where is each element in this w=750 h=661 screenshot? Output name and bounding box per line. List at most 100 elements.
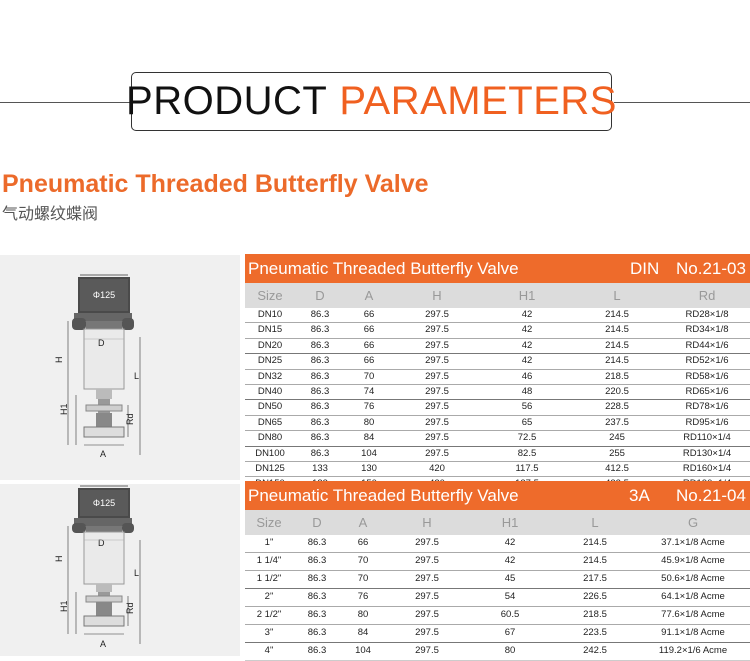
table-cell: 86.3 [310, 370, 330, 382]
banner-rule-left [0, 102, 132, 103]
table-cell: 86.3 [310, 385, 330, 397]
table-cell: 214.5 [583, 537, 607, 548]
table-cell: 297.5 [425, 416, 449, 428]
table-cell: 1 1/2" [256, 573, 282, 584]
table-number: No.21-04 [676, 486, 746, 505]
dim-label-rd: Rd [125, 413, 135, 425]
table-cell: 48 [521, 385, 533, 397]
table-cell: 67 [504, 627, 516, 638]
table-cell: 42 [521, 355, 533, 367]
table-cell: 86.3 [310, 339, 330, 351]
table-cell: 86.3 [310, 447, 330, 459]
table-cell: 420 [429, 462, 445, 474]
table-cell: 70 [357, 555, 369, 566]
table-cell: 66 [363, 309, 375, 320]
banner-rule-right [614, 102, 750, 103]
dim-label-d: D [98, 338, 105, 348]
table-cell: 66 [357, 537, 369, 548]
table-cell: 297.5 [425, 339, 449, 351]
table-cell: 237.5 [605, 416, 629, 428]
table-cell: 297.5 [415, 573, 439, 584]
table-title: Pneumatic Threaded Butterfly Valve [248, 486, 519, 505]
table-cell: DN50 [257, 401, 283, 413]
column-header: G [687, 515, 699, 530]
table-cell: 54 [504, 591, 516, 602]
table-cell: RD95×1/6 [685, 416, 729, 428]
table-cell: 86.3 [310, 432, 330, 444]
table-cell: RD44×1/6 [685, 339, 729, 351]
table-cell: RD130×1/4 [682, 447, 732, 459]
table-cell: RD58×1/6 [685, 370, 729, 382]
table-cell: 2" [264, 591, 274, 602]
table-cell: 70 [363, 370, 375, 382]
table-cell: RD34×1/8 [685, 324, 729, 336]
dim-label-a: A [100, 639, 106, 649]
product-name: Pneumatic Threaded Butterfly Valve [2, 170, 429, 198]
table-cell: 4" [264, 645, 274, 656]
table-cell: 45 [504, 573, 516, 584]
table-cell: 84 [363, 432, 375, 444]
table-cell: 217.5 [583, 573, 607, 584]
column-header: H1 [501, 515, 519, 530]
table-cell: 86.3 [310, 401, 330, 413]
spec-table-din: Pneumatic Threaded Butterfly Valve DIN N… [245, 254, 750, 493]
dim-label-a: A [100, 449, 106, 459]
table-cell: 86.3 [310, 324, 330, 336]
dim-label-h: H [54, 357, 64, 364]
table-cell: DN125 [255, 462, 285, 474]
table-cell: 214.5 [605, 355, 629, 367]
dim-label-h: H [54, 556, 64, 563]
table-cell: DN25 [257, 355, 283, 367]
dim-label-l: L [134, 568, 139, 578]
table-cell: 226.5 [583, 591, 607, 602]
banner-title: PRODUCT PARAMETERS [126, 72, 616, 131]
table-cell: 242.5 [583, 645, 607, 656]
table-cell: 86.3 [307, 573, 327, 584]
table-cell: DN20 [257, 339, 283, 351]
table-cell: DN100 [255, 447, 285, 459]
table-number: No.21-03 [676, 259, 746, 278]
column-header: H [432, 288, 442, 303]
table-cell: 133 [312, 462, 328, 474]
table-cell: 297.5 [415, 645, 439, 656]
table-cell: 117.5 [515, 462, 539, 474]
table-standard: DIN [630, 259, 660, 278]
table-cell: 86.3 [307, 537, 327, 548]
table-cell: 297.5 [425, 447, 449, 459]
table-cell: 119.2×1/6 Acme [658, 645, 728, 656]
product-subtitle: 气动螺纹蝶阀 [2, 206, 99, 223]
column-header: H [422, 515, 432, 530]
table-cell: 1" [264, 537, 274, 548]
table-cell: 297.5 [415, 627, 439, 638]
table-cell: DN65 [257, 416, 283, 428]
table-cell: 86.3 [310, 416, 330, 428]
table-cell: 214.5 [605, 309, 629, 320]
dim-label-h1: H1 [59, 600, 69, 612]
table-cell: 214.5 [605, 324, 629, 336]
table-cell: 214.5 [583, 555, 607, 566]
table-cell: 1 1/4" [256, 555, 282, 566]
column-header: D [315, 288, 325, 303]
table-cell: DN15 [257, 324, 283, 336]
table-cell: 255 [609, 447, 625, 459]
table-cell: 245 [609, 432, 625, 444]
table-cell: 42 [521, 339, 533, 351]
table-cell: 297.5 [415, 591, 439, 602]
table-cell: 297.5 [425, 385, 449, 397]
spec-table-3a: Pneumatic Threaded Butterfly Valve 3A No… [245, 481, 750, 661]
table-cell: 80 [357, 609, 369, 620]
column-header: L [591, 515, 599, 530]
table-cell: 65 [521, 416, 533, 428]
table-cell: 86.3 [307, 609, 327, 620]
column-header: Size [256, 515, 282, 530]
